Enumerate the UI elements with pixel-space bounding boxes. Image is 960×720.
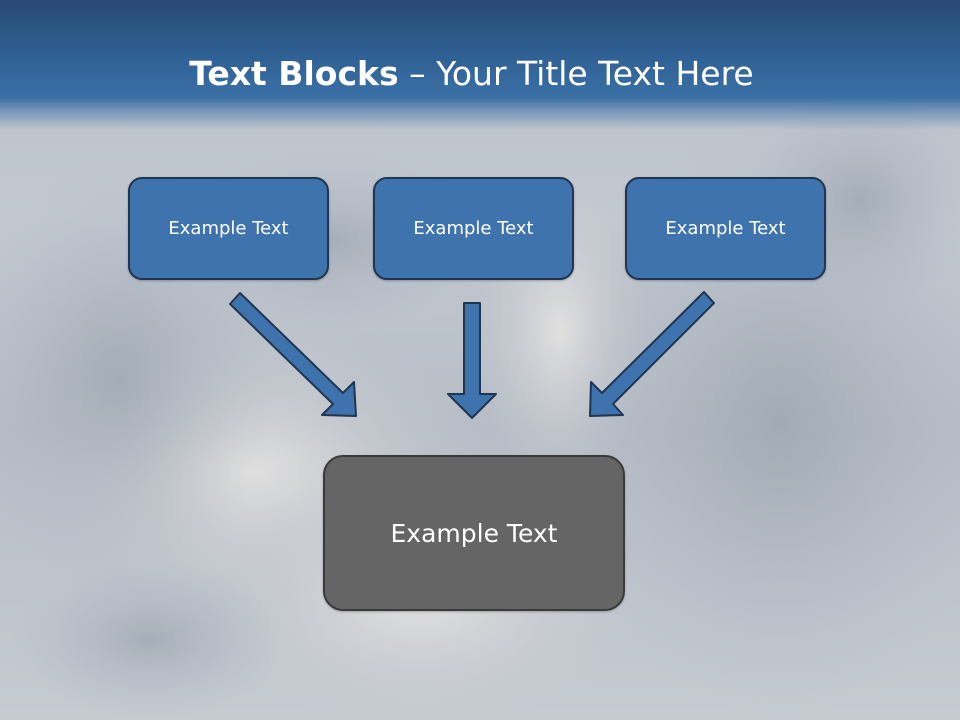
text-block-2[interactable]: Example Text: [373, 177, 574, 280]
title-separator: –: [398, 54, 437, 93]
text-block-3-label: Example Text: [665, 218, 786, 239]
text-block-1[interactable]: Example Text: [128, 177, 329, 280]
arrow-right-diagonal: [589, 291, 715, 417]
slide-title: Text Blocks – Your Title Text Here: [0, 52, 943, 96]
text-block-3[interactable]: Example Text: [625, 177, 826, 280]
title-rest-part: Your Title Text Here: [436, 54, 754, 93]
arrow-center-down: [447, 302, 497, 419]
title-bar: [0, 0, 960, 130]
text-block-2-label: Example Text: [413, 218, 534, 239]
title-bold-part: Text Blocks: [189, 54, 399, 93]
arrow-left-diagonal: [229, 292, 357, 417]
text-block-1-label: Example Text: [168, 218, 289, 239]
center-text-block[interactable]: Example Text: [323, 455, 625, 611]
center-text-block-label: Example Text: [390, 518, 558, 548]
